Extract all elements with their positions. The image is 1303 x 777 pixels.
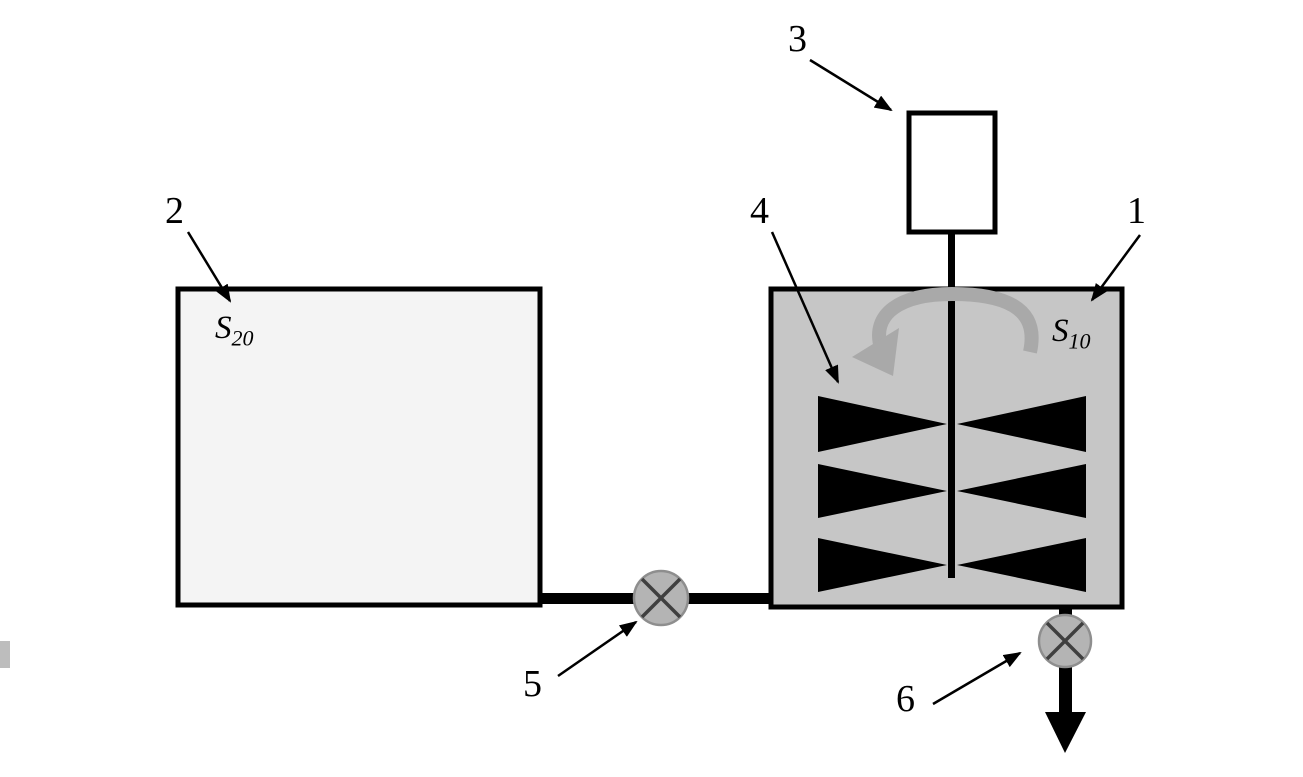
callout-label-4: 4: [750, 190, 769, 232]
callout-label-1: 1: [1127, 190, 1146, 232]
impeller-blade: [957, 396, 1086, 452]
storage-tank-symbol: S: [215, 310, 232, 346]
rotation-arrow-band: [872, 286, 1039, 354]
rotation-arrow-icon: [852, 286, 1039, 376]
stirrer-shaft: [948, 230, 955, 578]
impeller-blade: [957, 538, 1086, 592]
mixing-tank-subscript: 10: [1068, 328, 1091, 354]
callout-4-leader-arrow: [770, 231, 840, 384]
screen-edge-artifact: [0, 641, 10, 668]
valve-cross-line: [1045, 621, 1085, 661]
callout-label-6: 6: [896, 678, 915, 720]
callout-6-leader-arrow: [932, 651, 1022, 706]
storage-tank: [175, 286, 543, 608]
callout-5-leader-arrow: [557, 620, 638, 678]
storage-tank-subscript: 20: [231, 325, 254, 351]
valve-icon-5: [632, 569, 690, 627]
callout-2-leader-arrow: [186, 231, 232, 303]
rotation-arrow-head: [852, 328, 899, 376]
callout-3-leader-arrow: [809, 58, 893, 112]
callout-label-2: 2: [165, 190, 184, 232]
callout-leaders: [186, 58, 1142, 706]
callout-1-leader-arrow: [1090, 234, 1142, 302]
impeller-blade: [818, 396, 947, 452]
impeller-blade: [957, 464, 1086, 518]
storage-tank-label: S20: [215, 310, 254, 350]
valve-cross-line: [640, 577, 682, 619]
motor: [906, 110, 998, 235]
impeller-blade: [818, 538, 947, 592]
callout-label-5: 5: [523, 663, 542, 705]
valve-icon-6: [1037, 613, 1093, 669]
callout-label-3: 3: [788, 18, 807, 60]
impeller: [818, 396, 1086, 592]
impeller-blade: [818, 464, 947, 518]
mixing-tank-symbol: S: [1052, 313, 1069, 349]
flow-direction-arrow-icon: [1045, 712, 1086, 753]
mixing-tank-label: S10: [1052, 313, 1091, 353]
